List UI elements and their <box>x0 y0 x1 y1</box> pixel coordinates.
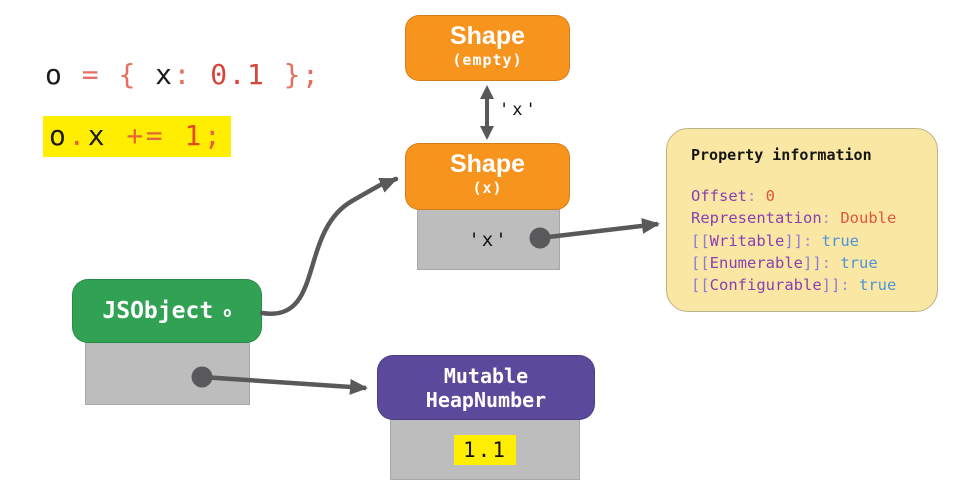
property-value: true <box>859 276 897 295</box>
property-information-panel: Property information Offset: 0 Represent… <box>666 128 938 312</box>
shape-empty-box: Shape (empty) <box>405 15 570 81</box>
code-token: = <box>63 58 119 91</box>
separator: : <box>747 187 766 205</box>
code-token: += <box>107 119 185 152</box>
code-token: { <box>118 58 156 91</box>
shape-x-box: Shape (x) <box>405 143 570 210</box>
code-token: o <box>49 119 69 152</box>
property-information-title: Property information <box>691 146 872 164</box>
code-line-1: o = { x: 0.1 }; <box>45 58 320 91</box>
shape-empty-subtitle: (empty) <box>452 50 523 69</box>
bracket-close: ]] <box>803 253 822 272</box>
transition-label: 'x' <box>499 100 539 120</box>
property-value: true <box>840 253 878 272</box>
code-token: ; <box>203 119 224 152</box>
property-value: true <box>821 231 859 250</box>
heapnumber-title-line2: HeapNumber <box>425 387 547 412</box>
heapnumber-value-slot: 1.1 <box>390 419 580 480</box>
shape-x-subtitle: (x) <box>472 178 503 197</box>
code-token: } <box>265 58 303 91</box>
arrowhead-up-icon <box>480 85 494 99</box>
jsobject-to-shape-arrow <box>259 176 399 316</box>
bracket-open: [[ <box>691 231 710 250</box>
code-token: 1 <box>184 119 204 152</box>
code-token: x <box>155 58 174 91</box>
bracket-open: [[ <box>691 276 710 295</box>
shape-x-title: Shape <box>449 150 526 178</box>
heapnumber-value: 1.1 <box>454 434 516 465</box>
shape-x-property-slot: 'x' <box>417 209 560 270</box>
bracket-close: ]] <box>784 231 803 250</box>
jsobject-box: JSObject o <box>72 279 262 343</box>
arrowhead-down-icon <box>480 126 494 140</box>
separator: : <box>840 276 859 295</box>
mutable-heapnumber-box: Mutable HeapNumber <box>377 355 595 420</box>
code-token: x <box>87 119 108 152</box>
code-line-2-highlighted: o.x += 1; <box>43 116 232 157</box>
separator: : <box>803 231 822 250</box>
code-token: : <box>173 58 211 91</box>
bracket-open: [[ <box>691 253 710 272</box>
separator: : <box>821 209 841 228</box>
property-row-writable: [[Writable]]: true <box>691 230 937 252</box>
code-token: . <box>68 119 88 152</box>
bracket-close: ]] <box>821 276 841 295</box>
property-label: Enumerable <box>709 253 803 272</box>
code-token: o <box>45 58 64 91</box>
code-token: 0.1 <box>210 58 266 91</box>
property-label: Offset <box>691 187 747 205</box>
property-value: 0 <box>765 187 776 205</box>
jsobject-title: JSObject <box>102 298 214 324</box>
property-row-representation: Representation: Double <box>691 207 937 229</box>
property-row-offset: Offset: 0 <box>691 185 937 207</box>
shape-empty-title: Shape <box>449 22 526 50</box>
code-token: ; <box>302 58 321 91</box>
property-value: Double <box>840 209 897 228</box>
heapnumber-title-line1: Mutable <box>443 363 529 388</box>
property-label: Configurable <box>709 276 822 295</box>
property-row-configurable: [[Configurable]]: true <box>691 274 937 296</box>
property-label: Writable <box>709 231 785 250</box>
jsobject-variable: o <box>223 305 232 321</box>
separator: : <box>821 253 841 272</box>
shape-x-slot-value: 'x' <box>468 228 509 251</box>
jsobject-value-slot <box>85 342 250 405</box>
property-label: Representation <box>691 209 822 228</box>
property-row-enumerable: [[Enumerable]]: true <box>691 252 937 274</box>
